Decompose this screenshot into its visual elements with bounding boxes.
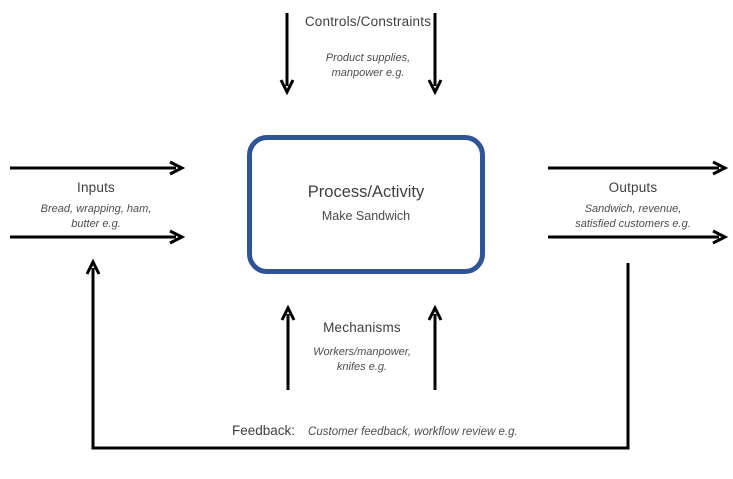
outputs-note-line2: satisfied customers e.g. (575, 218, 691, 230)
feedback-caption: Feedback: Customer feedback, workflow re… (232, 423, 518, 438)
controls-note-line2: manpower e.g. (331, 67, 405, 79)
feedback-loop-arrow (93, 263, 630, 450)
inputs-note-line1: Bread, wrapping, ham, (40, 203, 152, 215)
controls-note-line1: Product supplies, (325, 52, 411, 64)
mechanisms-note-line2: knifes e.g. (336, 361, 388, 373)
inputs-label: Inputs (77, 180, 115, 195)
outputs-note: Sandwich, revenue, satisfied customers e… (543, 202, 723, 232)
controls-note: Product supplies, manpower e.g. (270, 51, 466, 81)
feedback-note: Customer feedback, workflow review e.g. (308, 426, 518, 438)
process-subtitle: Make Sandwich (321, 209, 411, 223)
outputs-note-line1: Sandwich, revenue, (584, 203, 682, 215)
inputs-note-line2: butter e.g. (71, 218, 121, 230)
inputs-note: Bread, wrapping, ham, butter e.g. (6, 202, 186, 232)
process-title: Process/Activity (307, 183, 425, 201)
mechanisms-note: Workers/manpower, knifes e.g. (264, 345, 460, 375)
controls-label: Controls/Constraints (304, 14, 432, 29)
process-activity-box (247, 135, 485, 274)
feedback-label: Feedback: (232, 423, 296, 438)
outputs-label: Outputs (608, 180, 658, 195)
mechanisms-label: Mechanisms (323, 320, 401, 335)
mechanisms-note-line1: Workers/manpower, (313, 346, 411, 358)
